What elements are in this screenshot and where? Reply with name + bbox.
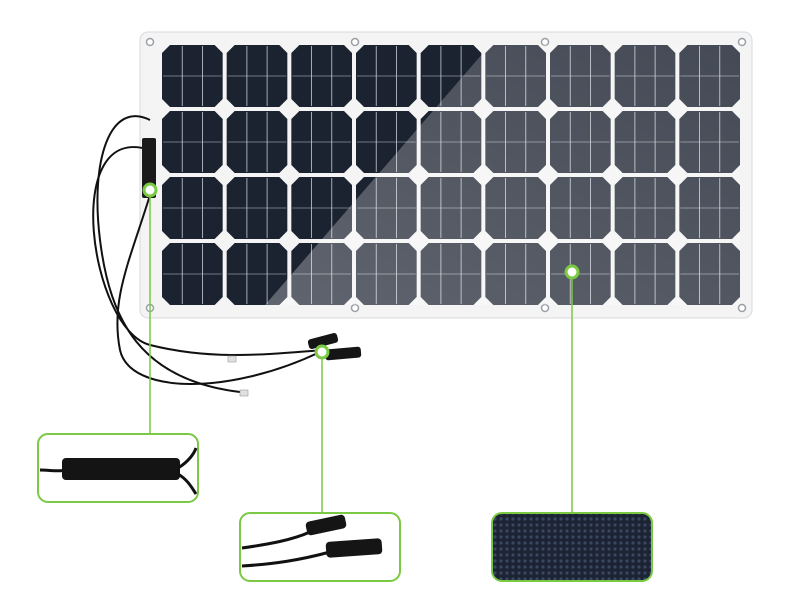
mc4-connector-closeup-icon: [239, 512, 401, 582]
mc4-connectors: [307, 332, 362, 361]
panel-glare: [265, 45, 740, 305]
mounting-holes: [145, 37, 747, 313]
cables: [92, 115, 326, 393]
callout-leaders: [149, 196, 573, 513]
cable-tag: [239, 389, 249, 397]
cell-texture-closeup-icon: [491, 512, 653, 582]
junction-box-closeup-icon: [37, 433, 199, 503]
cable-tag: [227, 355, 237, 363]
